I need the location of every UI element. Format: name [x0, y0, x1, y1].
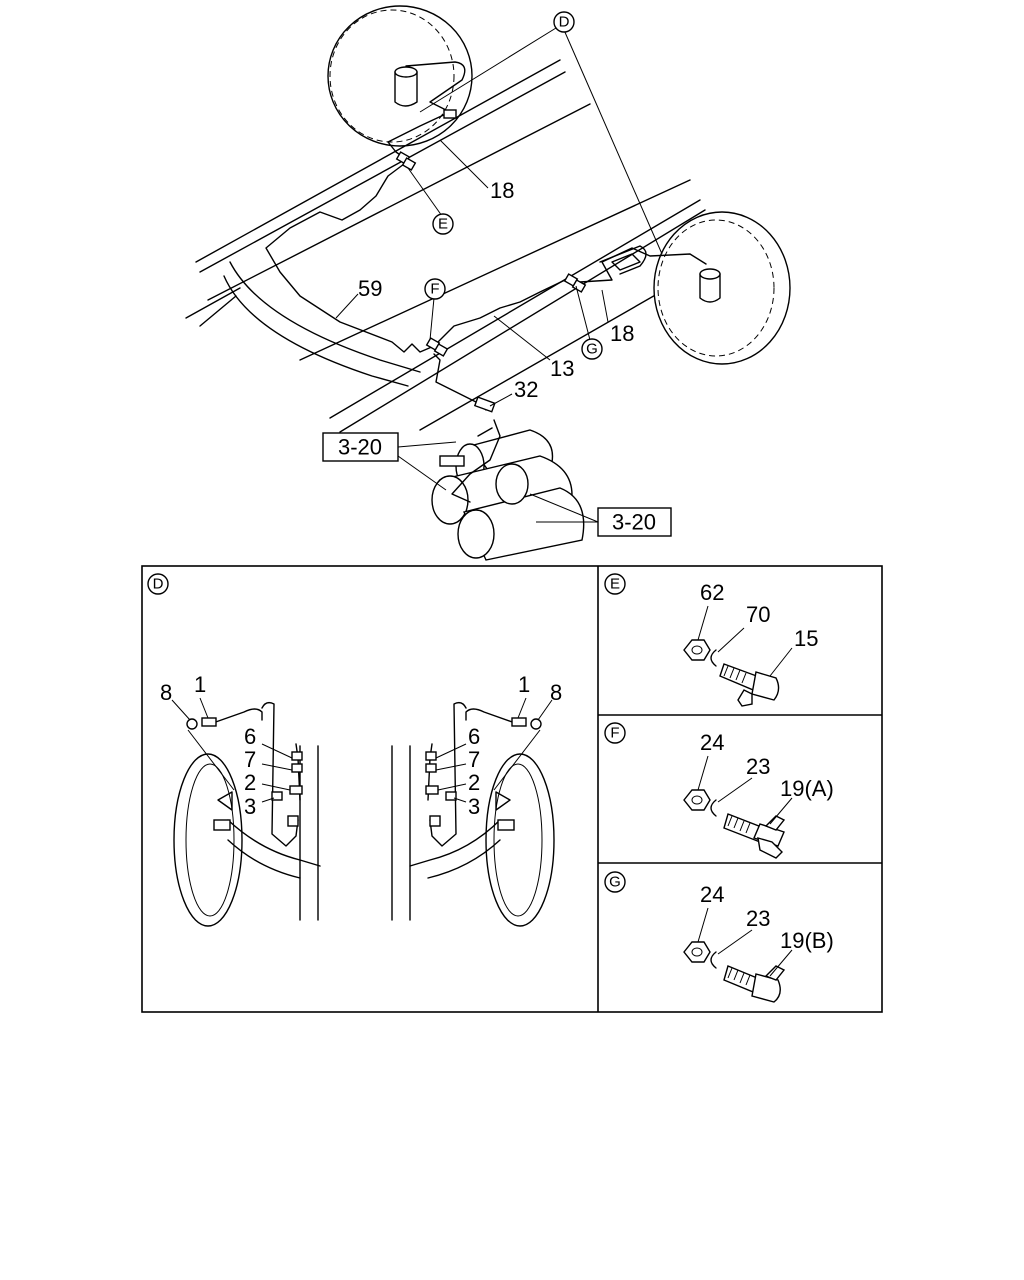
pipe-fittings — [395, 109, 587, 413]
panel-e-part-62: 62 — [700, 580, 724, 605]
ref-box-lower-label: 3-20 — [612, 510, 656, 535]
panel-d-left-assembly: 1 8 6 7 2 3 — [160, 672, 321, 927]
panel-e-part-70: 70 — [746, 602, 770, 627]
panel-d-left-part-3: 3 — [244, 794, 256, 819]
panel-f-clip — [710, 799, 717, 817]
panel-f-tee-connector — [723, 813, 786, 859]
panel-f-part-24: 24 — [700, 730, 724, 755]
panel-d-left-part-7: 7 — [244, 747, 256, 772]
overview-callouts: D E F G — [424, 11, 603, 360]
callout-g — [581, 338, 603, 360]
overview-part-numbers: 18 59 18 13 32 — [358, 178, 634, 402]
panel-g-label: G — [609, 874, 621, 891]
part-number-18-top: 18 — [490, 178, 514, 203]
panel-d-right-part-6: 6 — [468, 724, 480, 749]
panel-e: E 62 70 15 — [604, 573, 818, 707]
panel-f-part-23: 23 — [746, 754, 770, 779]
detail-panels-frame — [141, 565, 883, 1013]
panel-g-callout — [604, 871, 626, 893]
panel-d-right-part-3: 3 — [468, 794, 480, 819]
panel-d-left-part-6: 6 — [244, 724, 256, 749]
panel-g-connector — [723, 965, 786, 1003]
panel-e-connector — [719, 663, 780, 707]
ref-box-lower — [597, 507, 672, 537]
panel-g-nut — [683, 941, 711, 963]
callout-e-label: E — [438, 216, 448, 233]
panel-f: F 24 23 19(A) — [604, 722, 834, 859]
panel-d-label: D — [153, 576, 164, 593]
panel-g: G 24 23 19(B) — [604, 871, 834, 1003]
panel-e-clip — [710, 649, 717, 667]
rear-wheel-right — [653, 211, 791, 365]
part-number-32: 32 — [514, 377, 538, 402]
callout-d-label: D — [559, 14, 570, 31]
panel-d-left-part-1: 1 — [194, 672, 206, 697]
callout-f-label: F — [430, 281, 439, 298]
callout-e — [432, 213, 454, 235]
panel-f-part-19a: 19(A) — [780, 776, 834, 801]
panel-d-right-part-8: 8 — [550, 680, 562, 705]
panel-e-part-15: 15 — [794, 626, 818, 651]
rear-wheel-top — [327, 5, 473, 147]
panel-f-label: F — [610, 725, 619, 742]
part-number-18-right: 18 — [610, 321, 634, 346]
callout-f — [424, 278, 446, 300]
panel-d-right-part-1: 1 — [518, 672, 530, 697]
panel-g-part-23: 23 — [746, 906, 770, 931]
panel-d-right-part-2: 2 — [468, 770, 480, 795]
part-number-13: 13 — [550, 356, 574, 381]
panel-f-callout — [604, 722, 626, 744]
callout-g-label: G — [586, 341, 598, 358]
panel-d: D 1 — [147, 573, 562, 927]
panel-g-part-24: 24 — [700, 882, 724, 907]
panel-d-right-assembly: 1 8 6 7 2 3 — [391, 672, 562, 927]
panel-e-label: E — [610, 576, 620, 593]
panel-g-part-19b: 19(B) — [780, 928, 834, 953]
panel-f-nut — [683, 789, 711, 811]
panel-e-callout — [604, 573, 626, 595]
panel-d-left-part-8: 8 — [160, 680, 172, 705]
air-tanks — [431, 419, 585, 561]
ref-box-upper — [322, 432, 399, 462]
overview-illustration: D E F G 18 59 18 13 32 3-20 3-20 — [185, 5, 791, 561]
panel-d-left-part-2: 2 — [244, 770, 256, 795]
ref-box-upper-label: 3-20 — [338, 435, 382, 460]
callout-d — [553, 11, 575, 33]
panel-d-callout — [147, 573, 169, 595]
part-number-59: 59 — [358, 276, 382, 301]
overview-leaders — [335, 27, 663, 523]
panel-d-right-part-7: 7 — [468, 747, 480, 772]
reference-boxes: 3-20 3-20 — [322, 432, 672, 537]
panel-g-clip — [710, 951, 717, 969]
panel-e-nut — [683, 639, 711, 661]
